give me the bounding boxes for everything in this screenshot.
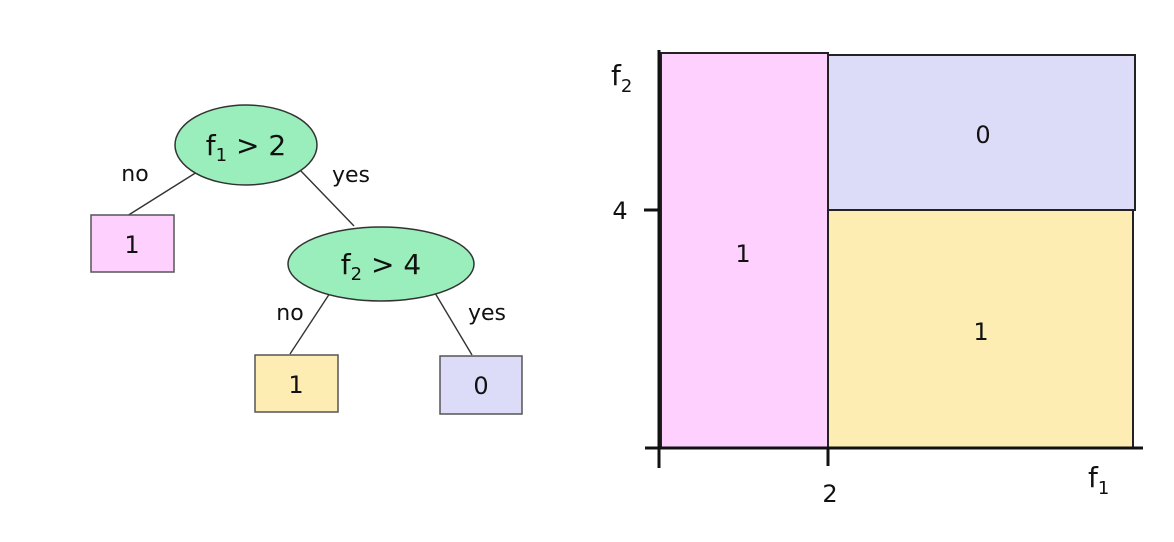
root-yes-label: yes (332, 163, 370, 188)
edge-child-yes (434, 292, 473, 356)
leaf-left (90, 214, 175, 273)
child-node-label: f2 > 4 (341, 248, 421, 285)
x-axis-label: f1 (1088, 461, 1109, 499)
y-axis-label: f2 (611, 59, 632, 97)
child-yes-label: yes (468, 301, 506, 326)
leaf-mid (254, 354, 339, 413)
leaf-mid-label: 1 (288, 371, 303, 399)
leaf-right (439, 355, 523, 415)
leaf-right-label: 0 (473, 372, 488, 400)
region-left (660, 52, 829, 449)
region-top-right-label: 0 (975, 121, 990, 149)
partition-plot: 4 2 f2 f1 1 0 1 (611, 50, 1143, 508)
y-tick-label: 4 (612, 197, 627, 225)
x-tick-label: 2 (822, 480, 837, 508)
edge-root-no (126, 171, 198, 217)
child-no-label: no (276, 301, 303, 326)
root-no-label: no (121, 162, 148, 187)
root-node (174, 104, 318, 186)
edge-root-yes (299, 169, 355, 227)
region-left-label: 1 (735, 240, 750, 268)
decision-tree: f1 > 2 no yes 1 f2 > 4 no yes 1 0 (90, 104, 523, 415)
leaf-left-label: 1 (124, 231, 139, 259)
region-bottom-right (827, 209, 1134, 449)
region-bottom-right-label: 1 (973, 318, 988, 346)
edge-child-no (289, 292, 331, 355)
root-node-label: f1 > 2 (206, 129, 286, 166)
child-node (287, 226, 475, 302)
